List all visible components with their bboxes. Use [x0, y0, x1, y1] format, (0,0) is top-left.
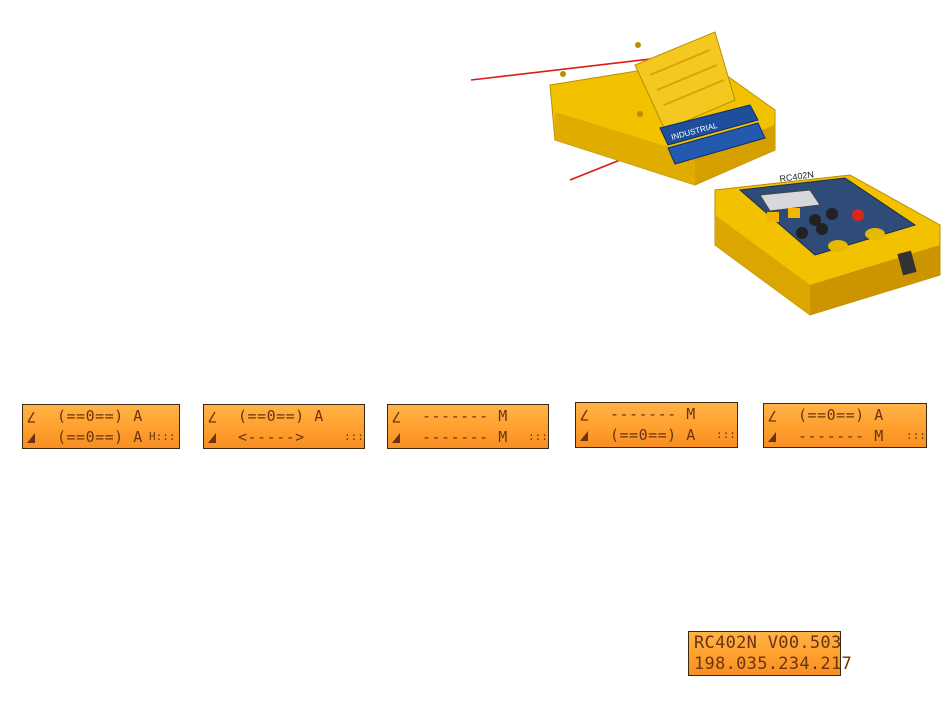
device-illustration: INDUSTRIAL RC402N: [470, 31, 941, 316]
angle-icon: [392, 411, 400, 423]
lcd-line-1: ------- M: [422, 407, 508, 425]
signal-icon: :::: [528, 430, 548, 443]
battery-unit: INDUSTRIAL: [549, 31, 776, 186]
lcd-line-1: (==0==) A: [57, 407, 143, 425]
lcd-display-1: (==0==) A (==0==) A H:::: [22, 404, 180, 449]
lcd-line-2: ------- M: [798, 427, 884, 445]
slope-icon: [580, 431, 588, 441]
lcd-line-1: (==0==) A: [798, 406, 884, 424]
slope-icon: [392, 433, 400, 443]
angle-icon: [580, 409, 588, 421]
lcd-display-4: ------- M (==0==) A :::: [575, 402, 738, 448]
angle-icon: [768, 410, 776, 422]
remote-unit: RC402N: [714, 169, 941, 316]
version-lcd-display: RC402N V00.503 198.035.234.217: [688, 631, 852, 676]
lcd-display-3: ------- M ------- M :::: [387, 404, 549, 449]
lcd-display-2: (==0==) A <-----> :::: [203, 404, 365, 449]
battery-door: [634, 31, 736, 131]
signal-icon: :::: [906, 429, 926, 442]
lcd-line-1: (==0==) A: [238, 407, 324, 425]
angle-icon: [27, 411, 35, 423]
signal-icon: H:::: [149, 430, 176, 443]
lcd-line-2: (==0==) A: [610, 426, 696, 444]
slope-icon: [768, 432, 776, 442]
slope-icon: [27, 433, 35, 443]
lcd-display-5: (==0==) A ------- M :::: [763, 403, 927, 448]
slope-icon: [208, 433, 216, 443]
ip-address: 198.035.234.217: [694, 654, 853, 674]
signal-icon: :::: [716, 428, 736, 441]
model-label: RC402N: [779, 169, 815, 184]
firmware-version: RC402N V00.503: [694, 633, 842, 653]
lcd-line-1: ------- M: [610, 405, 696, 423]
lcd-line-2: (==0==) A: [57, 428, 143, 446]
angle-icon: [208, 411, 216, 423]
lcd-line-2: ------- M: [422, 428, 508, 446]
signal-icon: :::: [344, 430, 364, 443]
lcd-line-2: <----->: [238, 428, 305, 446]
